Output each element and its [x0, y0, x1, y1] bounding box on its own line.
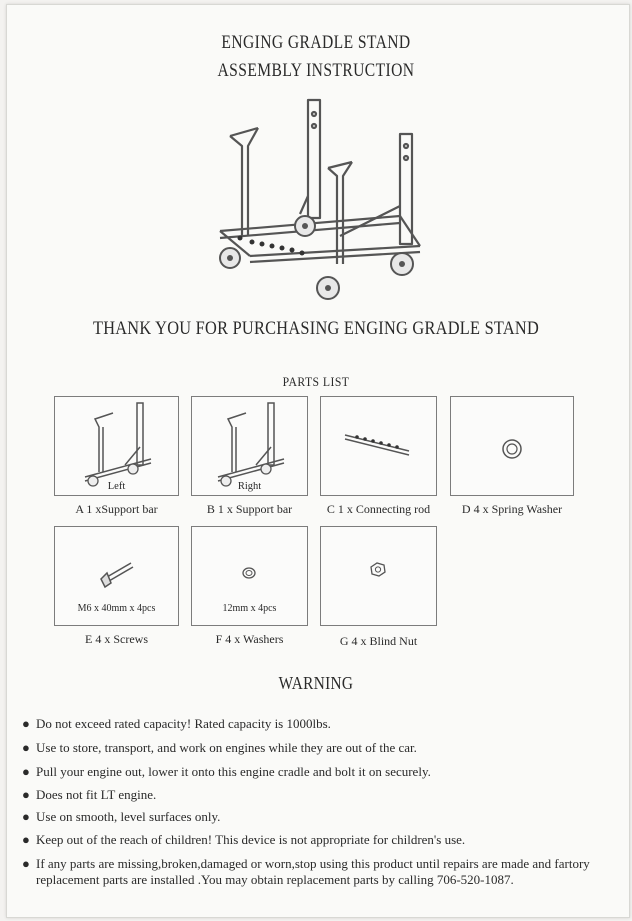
part-box-e: M6 x 40mm x 4pcs	[54, 526, 179, 626]
part-box-b: Right	[191, 396, 308, 496]
part-e-inner-label: M6 x 40mm x 4pcs	[77, 603, 156, 614]
part-a-caption: A 1 xSupport bar	[75, 502, 158, 516]
part-b-inner-label: Right	[237, 481, 262, 492]
part-d-caption: D 4 x Spring Washer	[461, 502, 563, 516]
part-c-caption: C 1 x Connecting rod	[326, 502, 431, 516]
warning-item: ●If any parts are missing,broken,damaged…	[22, 856, 590, 887]
bullet-icon: ●	[22, 716, 30, 731]
warning-item: ●Use on smooth, level surfaces only.	[22, 809, 221, 824]
washer-icon	[242, 567, 256, 579]
part-box-a: Left	[54, 396, 179, 496]
warning-item: ●Do not exceed rated capacity! Rated cap…	[22, 716, 331, 731]
warning-item: ●Pull your engine out, lower it onto thi…	[22, 764, 431, 779]
blind-nut-icon	[370, 562, 386, 577]
part-box-g	[320, 526, 437, 626]
warning-item: ●Does not fit LT engine.	[22, 787, 157, 802]
part-box-d	[450, 396, 574, 496]
bullet-icon: ●	[22, 764, 30, 779]
part-f-inner-label: 12mm x 4pcs	[222, 603, 277, 614]
warning-item: ●Use to store, transport, and work on en…	[22, 740, 417, 755]
part-e-caption: E 4 x Screws	[85, 632, 148, 646]
warning-list: ●Do not exceed rated capacity! Rated cap…	[22, 716, 602, 894]
spring-washer-icon	[502, 439, 522, 459]
document-title-line1: ENGING GRADLE STAND	[221, 32, 411, 53]
parts-list-title: PARTS LIST	[282, 374, 350, 389]
bullet-icon: ●	[22, 856, 30, 871]
support-bar-left-icon	[84, 402, 152, 487]
bullet-icon: ●	[22, 740, 30, 755]
part-a-inner-label: Left	[107, 481, 126, 492]
warning-heading: WARNING	[278, 673, 354, 693]
bullet-icon: ●	[22, 832, 30, 847]
part-f-caption: F 4 x Washers	[215, 632, 284, 646]
bullet-icon: ●	[22, 809, 30, 824]
screw-icon	[100, 562, 134, 589]
part-g-caption: G 4 x Blind Nut	[339, 634, 418, 648]
connecting-rod-icon	[344, 434, 410, 456]
warning-item: ●Keep out of the reach of children! This…	[22, 832, 466, 847]
document-title-line2: ASSEMBLY INSTRUCTION	[217, 60, 415, 81]
support-bar-right-icon	[217, 402, 285, 487]
part-box-f: 12mm x 4pcs	[191, 526, 308, 626]
part-box-c	[320, 396, 437, 496]
part-b-caption: B 1 x Support bar	[206, 502, 293, 516]
thank-you-heading: THANK YOU FOR PURCHASING ENGING GRADLE S…	[92, 318, 540, 339]
bullet-icon: ●	[22, 787, 30, 802]
assembled-stand-illustration	[219, 98, 421, 300]
